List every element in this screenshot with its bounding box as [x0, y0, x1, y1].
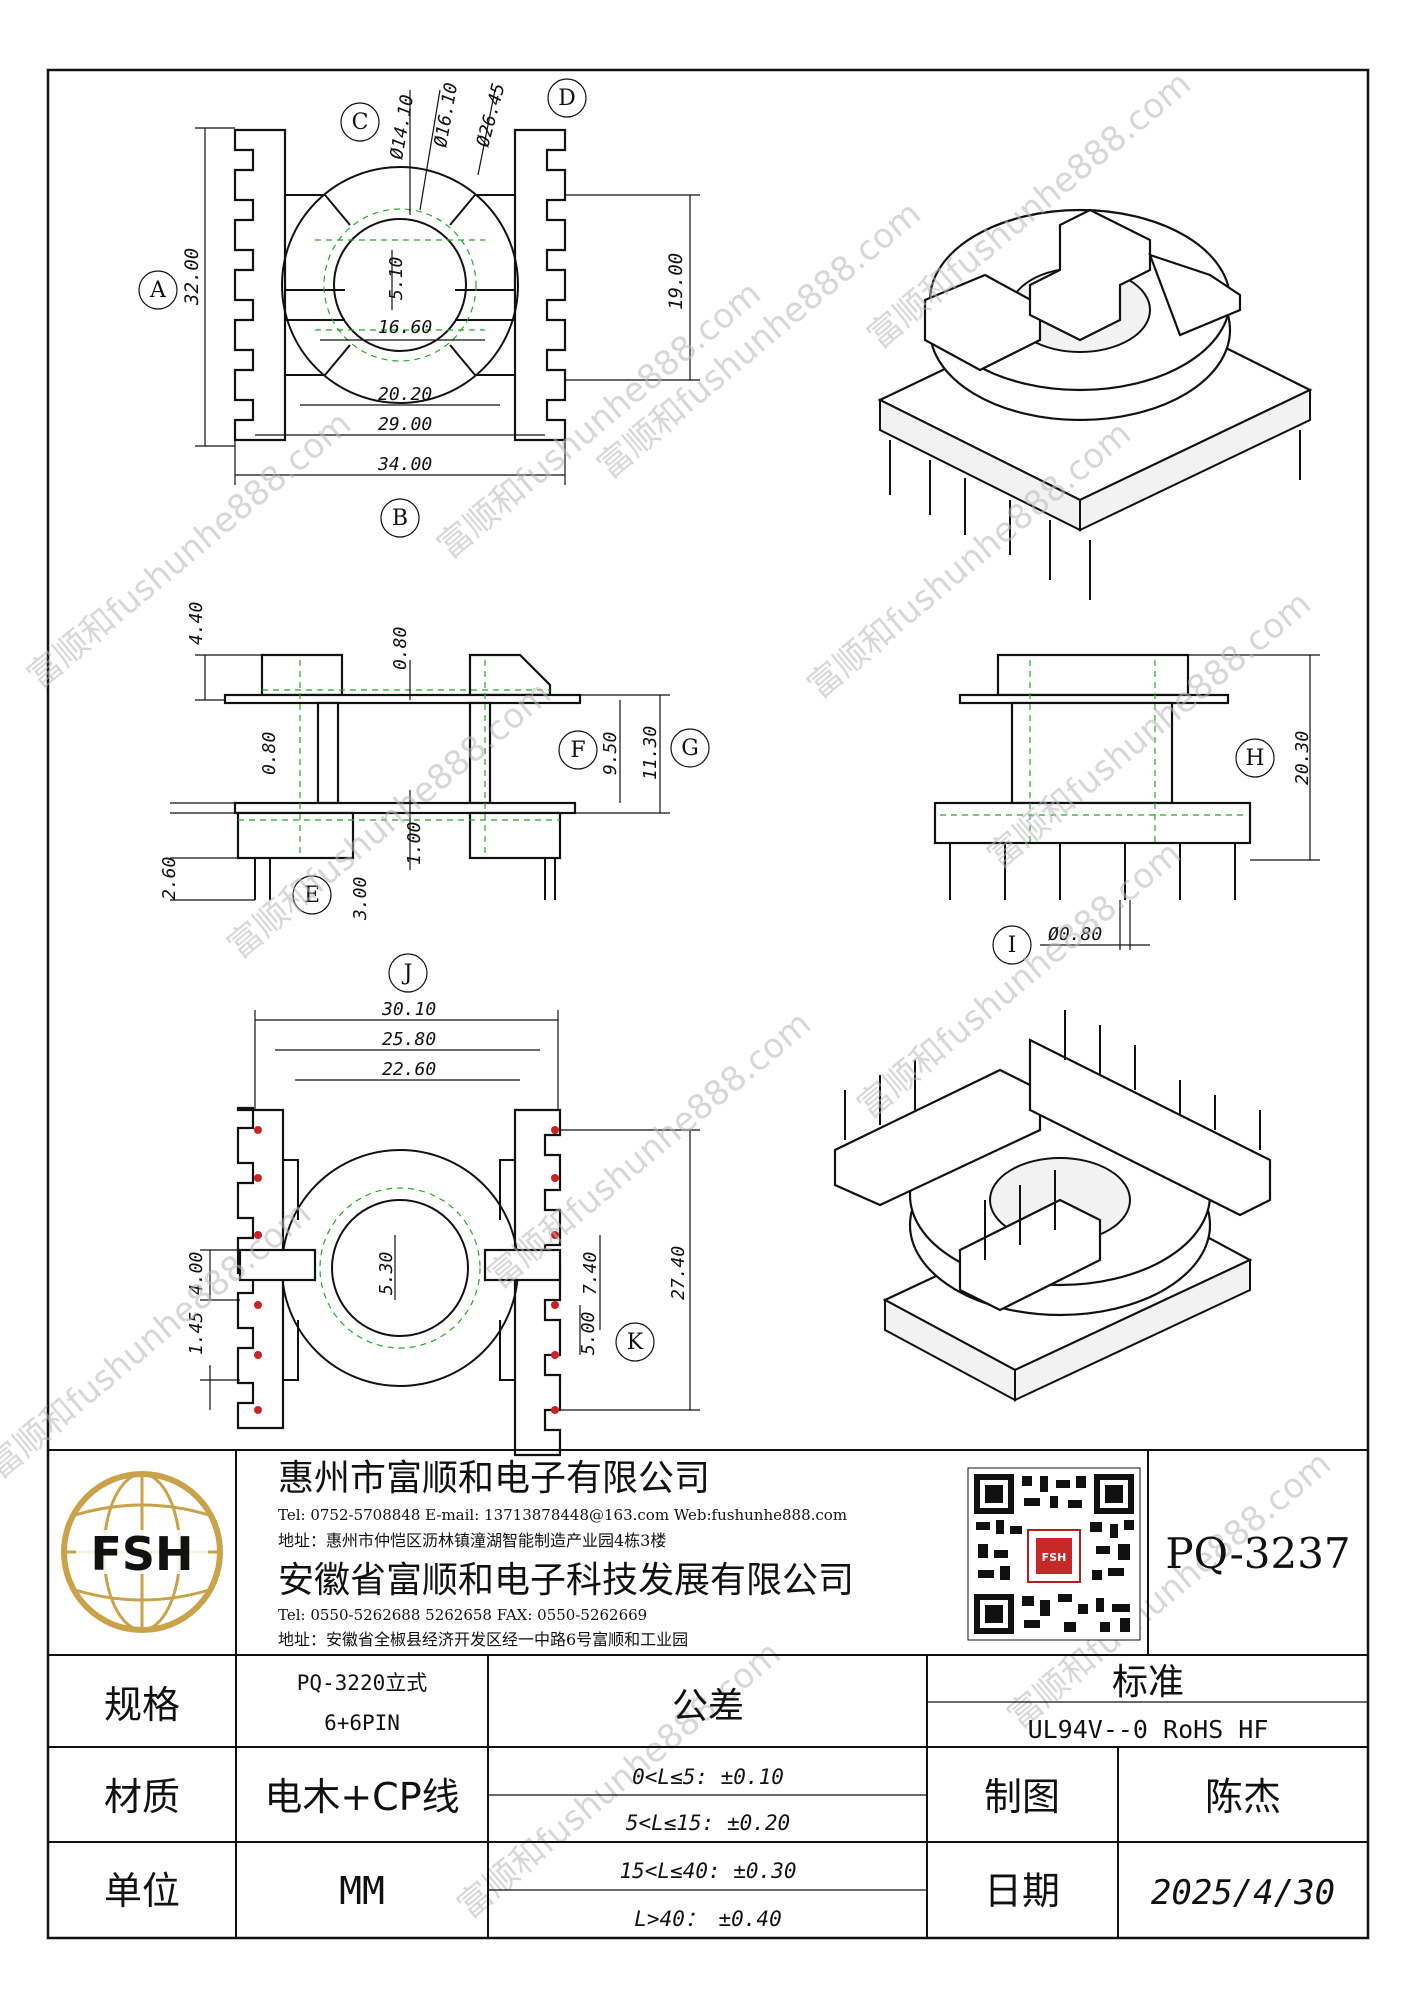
tolerance-label: 公差 [672, 1686, 744, 1727]
watermark-text: 富顺和fushunhe888.com [430, 274, 769, 567]
dim-bottom-w1: 30.10 [381, 999, 436, 1020]
callout-k: K [615, 1322, 655, 1362]
callout-e: E [292, 875, 332, 915]
callout-i-label: I [1008, 933, 1017, 958]
callout-h-label: H [1245, 746, 1264, 771]
callout-j-label: J [402, 961, 413, 986]
drawn-by-value: 陈杰 [1205, 1775, 1281, 1819]
material-label: 材质 [104, 1775, 180, 1819]
dim-top-right-height: 19.00 [665, 253, 687, 310]
spec-value-pins: 6+6PIN [324, 1711, 400, 1735]
part-number: PQ-3237 [1165, 1529, 1350, 1578]
top-view [195, 89, 700, 485]
company-address-huizhou: 地址：惠州市仲恺区沥林镇潼湖智能制造产业园4栋3楼 [278, 1531, 666, 1550]
dim-d-dia: Ø26.45 [473, 81, 510, 149]
spec-label: 规格 [104, 1683, 180, 1727]
drawing-border [46, 68, 1370, 1940]
bottom-view [200, 1010, 700, 1457]
callout-d: D [547, 78, 587, 118]
dim-top-inner-width: 16.60 [378, 317, 432, 338]
tolerance-row-4: L>40： ±0.40 [634, 1907, 781, 1931]
dim-side-g-height: 11.30 [640, 726, 661, 780]
dim-top-height: 32.00 [181, 248, 203, 306]
unit-label: 单位 [104, 1869, 180, 1913]
iso-view-top [877, 208, 1313, 600]
date-value: 2025/4/30 [1151, 1873, 1335, 1913]
callout-b: B [380, 498, 420, 538]
dim-side-f-height: 9.50 [600, 732, 621, 775]
qr-code: FSH [967, 1467, 1141, 1641]
dim-bottom-w3: 22.60 [382, 1059, 436, 1080]
dim-bottom-w2: 25.80 [382, 1029, 436, 1050]
dim-top-total-width: 34.00 [377, 454, 432, 475]
callout-i: I [992, 925, 1032, 965]
unit-value: MM [339, 1869, 385, 1913]
callout-f-label: F [570, 738, 585, 763]
tolerance-row-1: 0<L≤5: ±0.10 [632, 1765, 784, 1789]
dim-side-base-gap: 1.00 [404, 822, 425, 865]
company-contact-anhui: Tel: 0550-5262688 5262658 FAX: 0550-5262… [278, 1606, 647, 1624]
watermark-text: 富顺和fushunhe888.com [20, 404, 359, 697]
title-block [48, 1449, 1368, 1938]
dim-front-height: 20.30 [1292, 731, 1313, 785]
dim-side-pin-len2: 3.00 [350, 877, 371, 921]
qr-badge-text: FSH [1042, 1551, 1067, 1564]
dim-c2-dia: Ø16.10 [430, 81, 462, 149]
dim-top-slot: 5.10 [386, 257, 407, 300]
dim-side-flange-t: 0.80 [390, 627, 411, 670]
callout-g: G [670, 728, 710, 768]
dim-bottom-slot2: 1.45 [186, 1312, 207, 1355]
company-name-anhui: 安徽省富顺和电子科技发展有限公司 [278, 1560, 854, 1601]
standard-label: 标准 [1112, 1662, 1184, 1703]
callout-b-label: B [392, 506, 408, 531]
standard-value: UL94V--0 RoHS HF [1028, 1715, 1269, 1744]
side-view [170, 653, 670, 901]
callout-c-label: C [352, 110, 369, 135]
callout-d-label: D [558, 86, 576, 111]
front-view [933, 653, 1320, 950]
company-address-anhui: 地址：安徽省全椒县经济开发区经一中路6号富顺和工业园 [278, 1630, 688, 1649]
dim-top-mid-width: 20.20 [378, 384, 432, 405]
company-contact-huizhou: Tel: 0752-5708848 E-mail: 13713878448@16… [278, 1506, 847, 1524]
drawn-by-label: 制图 [984, 1775, 1060, 1819]
dim-bottom-pin-pitch: 5.00 [578, 1312, 599, 1355]
tolerance-row-2: 5<L≤15: ±0.20 [626, 1811, 790, 1835]
dim-side-top-flange: 4.40 [186, 602, 207, 645]
dim-front-pin-dia: Ø0.80 [1048, 924, 1102, 945]
callout-f: F [558, 730, 598, 770]
dim-bottom-height: 27.40 [668, 1246, 689, 1300]
callout-e-label: E [304, 883, 320, 908]
callout-a-label: A [149, 278, 167, 303]
dim-bottom-slot: 4.00 [186, 1252, 207, 1295]
dim-bottom-center: 5.30 [376, 1252, 397, 1295]
callout-c: C [340, 102, 380, 142]
dim-top-outer-width: 29.00 [378, 414, 432, 435]
spec-value-model: PQ-3220立式 [297, 1671, 428, 1695]
tolerance-row-3: 15<L≤40: ±0.30 [619, 1859, 796, 1883]
date-label: 日期 [984, 1869, 1060, 1913]
callout-g-label: G [681, 736, 699, 761]
dim-side-flange-t2: 0.80 [259, 732, 280, 775]
iso-view-bottom [833, 1010, 1272, 1402]
dim-c-dia: Ø14.10 [386, 93, 418, 161]
company-name-huizhou: 惠州市富顺和电子有限公司 [278, 1458, 710, 1499]
dim-side-pin-len: 2.60 [159, 857, 180, 900]
dim-bottom-pitch: 7.40 [580, 1252, 601, 1295]
company-logo: FSH [61, 1471, 223, 1633]
callout-h: H [1235, 738, 1275, 778]
material-value: 电木+CP线 [264, 1775, 459, 1819]
callout-j: J [388, 953, 428, 993]
callout-k-label: K [627, 1330, 644, 1355]
logo-text: FSH [90, 1527, 193, 1581]
callout-a: A [138, 270, 178, 310]
